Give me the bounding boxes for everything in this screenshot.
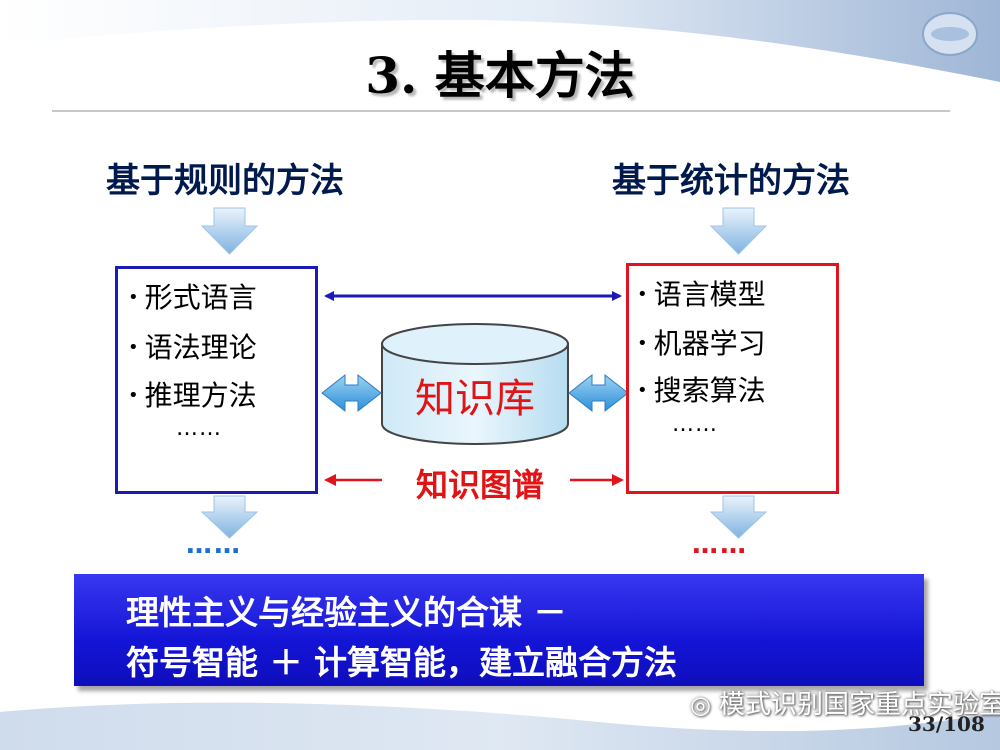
banner-line-2: 符号智能 ＋ 计算智能，建立融合方法 (126, 643, 677, 682)
list-item: •形式语言 (128, 281, 257, 314)
page-number: 33/108 (908, 712, 985, 736)
database-cylinder-icon (381, 323, 569, 445)
top-wave-decoration (0, 0, 1000, 82)
bottom-wave-decoration (0, 702, 1000, 750)
double-arrow-left-icon (321, 373, 382, 413)
title-underline (52, 110, 950, 112)
wechat-icon: ◎ (690, 691, 711, 719)
list-item: •机器学习 (637, 327, 766, 360)
list-item: •语言模型 (637, 278, 766, 311)
down-arrow-icon (709, 207, 768, 255)
rule-methods-box (115, 266, 318, 494)
left-continuation-dots: …… (186, 530, 242, 560)
list-item: •语法理论 (128, 331, 257, 364)
lab-logo-icon (922, 12, 978, 56)
down-arrow-icon (200, 207, 259, 255)
right-heading: 基于统计的方法 (612, 161, 850, 201)
banner-line-1: 理性主义与经验主义的合谋 － (126, 593, 567, 632)
left-ellipsis: …… (176, 416, 222, 441)
list-item: •搜索算法 (637, 374, 766, 407)
down-arrow-icon (709, 495, 768, 539)
double-arrow-right-icon (568, 373, 629, 413)
list-item: •推理方法 (128, 379, 257, 412)
wechat-watermark: ◎模式识别国家重点实验室 (690, 690, 1000, 720)
stat-methods-box (626, 263, 839, 494)
right-ellipsis: …… (672, 412, 718, 437)
knowledge-base-label: 知识库 (415, 376, 535, 422)
knowledge-graph-label: 知识图谱 (415, 466, 544, 504)
down-arrow-icon (200, 495, 259, 539)
conclusion-banner: 理性主义与经验主义的合谋 － 符号智能 ＋ 计算智能，建立融合方法 (74, 574, 924, 686)
right-continuation-dots: …… (692, 530, 748, 560)
left-heading: 基于规则的方法 (106, 161, 344, 201)
slide-title: 3. 基本方法 (365, 46, 635, 105)
